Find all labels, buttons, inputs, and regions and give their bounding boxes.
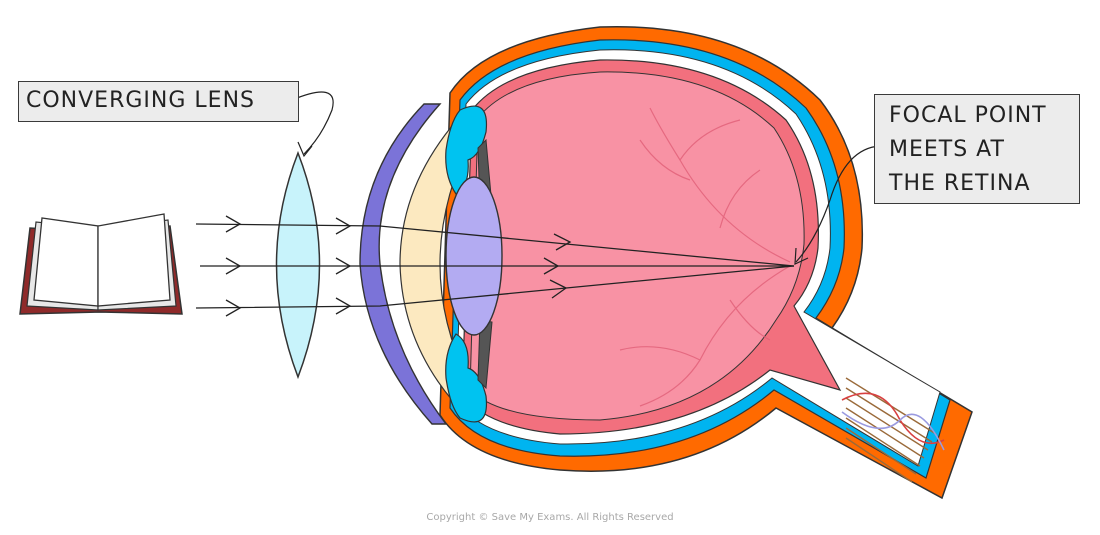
focal-label-line-2: MEETS AT	[889, 137, 1005, 162]
ray-arrows	[225, 215, 572, 317]
copyright-notice: Copyright © Save My Exams. All Rights Re…	[426, 512, 674, 523]
focal-label-line-1: FOCAL POINT	[889, 103, 1047, 128]
book-icon	[19, 213, 183, 315]
cornea	[359, 103, 448, 425]
ray-top	[195, 223, 795, 267]
vitreous-humour	[469, 71, 805, 421]
focal-point-label: FOCAL POINT MEETS AT THE RETINA	[874, 94, 1080, 204]
lens-leader-line	[291, 91, 334, 155]
converging-lens-label: CONVERGING LENS	[18, 81, 299, 122]
converging-lens-icon	[275, 150, 321, 380]
ray-bottom	[195, 265, 795, 309]
eye-lens	[445, 176, 503, 336]
light-rays	[195, 223, 795, 309]
eye-icon	[359, 25, 973, 500]
focal-label-line-3: THE RETINA	[889, 171, 1031, 196]
focal-leader-line	[795, 145, 881, 263]
